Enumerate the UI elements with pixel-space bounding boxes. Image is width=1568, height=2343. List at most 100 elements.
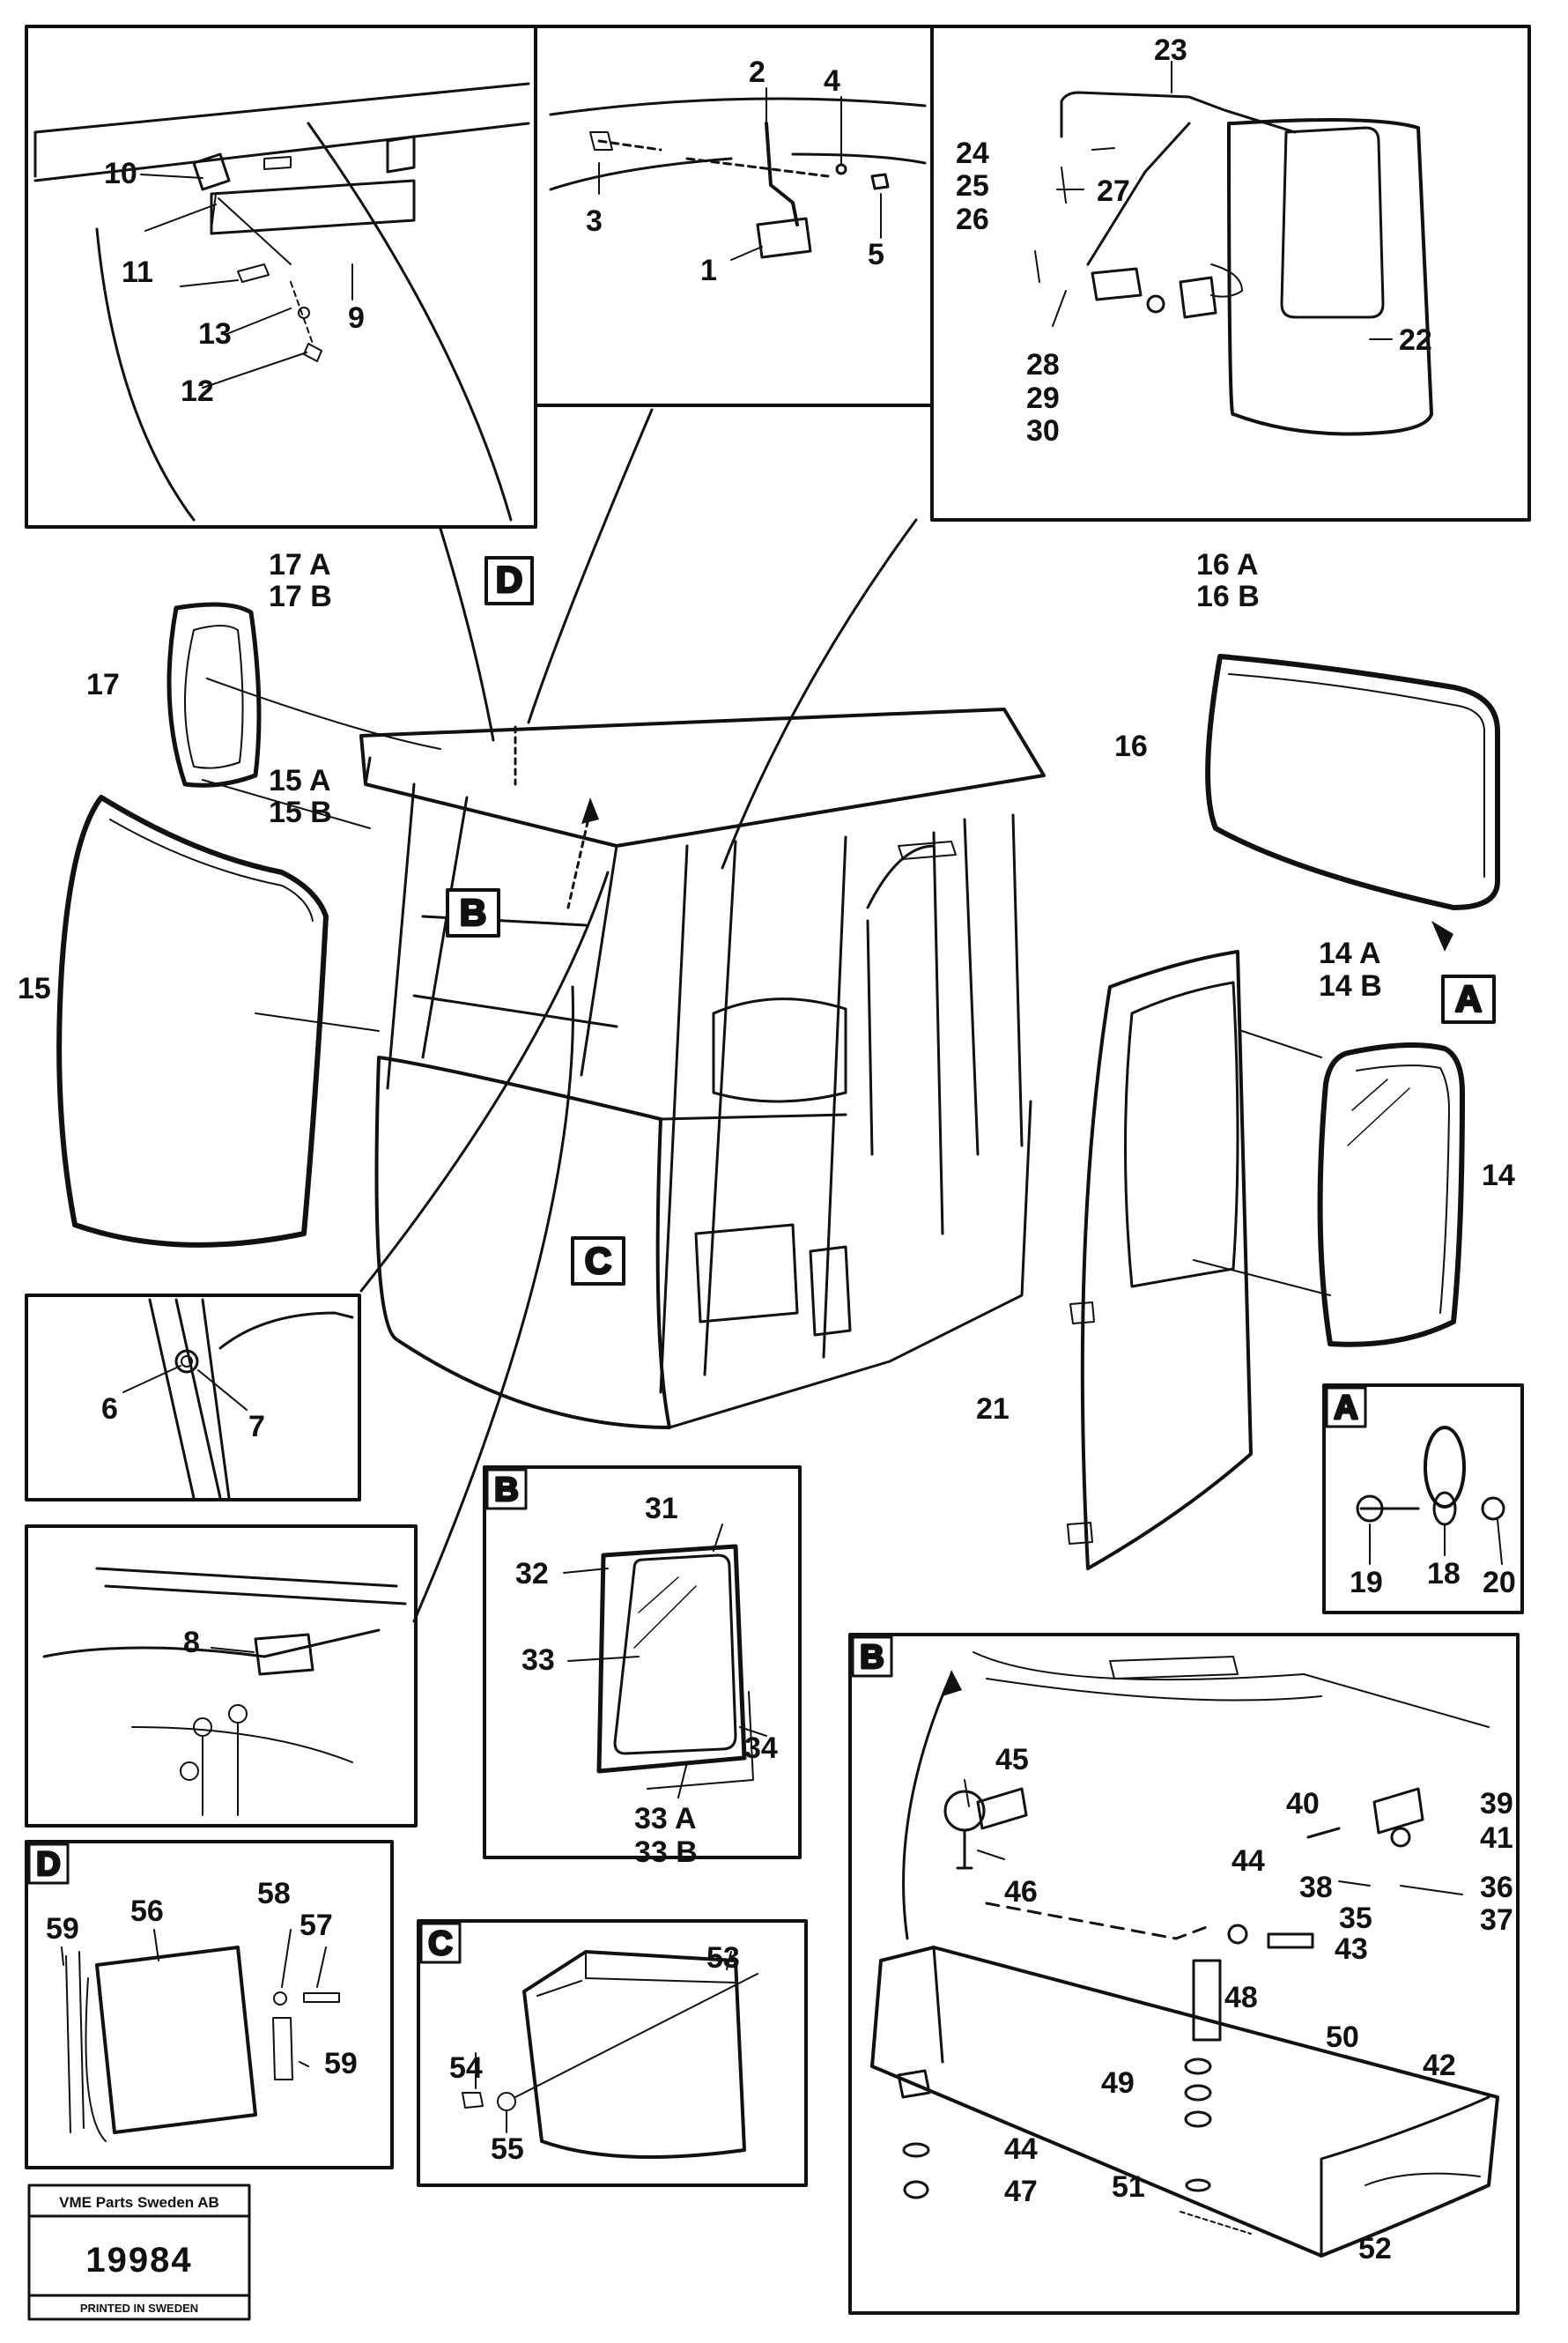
callout-51: 51 [1112,2170,1145,2204]
callout-3: 3 [586,204,603,238]
callout-17b: 17 B [269,580,332,613]
window-15 [56,795,329,1248]
callout-44a: 44 [1231,1844,1265,1878]
panel-sun-visor [25,25,537,529]
callout-14a: 14 A [1319,937,1381,970]
callout-1: 1 [700,254,717,287]
cab-body [359,708,1046,1429]
tag-c-panel: C [428,1925,452,1962]
printed-in: PRINTED IN SWEDEN [80,2302,198,2315]
callout-25: 25 [956,169,989,203]
callout-5: 5 [868,238,884,271]
callout-23: 23 [1154,33,1187,67]
arrow-heads [581,797,1453,1696]
callout-9: 9 [348,301,365,335]
callout-29: 29 [1026,382,1060,415]
panel-interior-mirror [534,25,934,407]
callout-44b: 44 [1004,2132,1038,2166]
panel-label-plate [25,1524,418,1828]
leader-lines [202,408,1331,1623]
tag-d-main: D [496,559,522,600]
callout-50: 50 [1326,2020,1359,2054]
callout-7: 7 [248,1410,265,1443]
callout-33: 33 [521,1643,555,1677]
callout-15: 15 [18,972,51,1005]
callout-58: 58 [257,1877,291,1910]
door-21 [1067,950,1253,1570]
callout-15a: 15 A [269,764,331,797]
callout-31: 31 [645,1492,678,1525]
panel-c-box [417,1919,808,2187]
callout-18: 18 [1427,1557,1461,1590]
callout-47: 47 [1004,2175,1038,2208]
callout-37: 37 [1480,1903,1513,1937]
callout-36: 36 [1480,1871,1513,1904]
title-block-text: VME Parts Sweden AB 19984 PRINTED IN SWE… [59,2194,219,2315]
callout-4: 4 [824,64,840,98]
detail-tags: D B C A A B B C D [27,556,1496,1964]
callout-49: 49 [1101,2066,1135,2100]
callout-55: 55 [491,2132,524,2166]
window-16 [1205,654,1500,910]
callout-33a: 33 A [634,1802,697,1835]
title-block [27,2184,251,2321]
callout-46: 46 [1004,1875,1038,1909]
callout-48: 48 [1224,1981,1258,2014]
callout-17a: 17 A [269,548,331,582]
callout-34: 34 [744,1731,778,1765]
callout-6: 6 [101,1392,118,1426]
callout-43: 43 [1335,1932,1368,1966]
callout-14b: 14 B [1319,969,1382,1003]
callout-30: 30 [1026,414,1060,448]
tag-a-main: A [1455,978,1482,1020]
callout-52: 52 [1358,2232,1392,2265]
callout-22: 22 [1399,323,1432,357]
callout-11: 11 [122,256,153,289]
tag-b-panel-box: B [860,1639,884,1676]
callout-10: 10 [104,157,137,190]
panel-seal-joint [25,1294,361,1501]
callout-59a: 59 [46,1912,79,1946]
tag-a-panel: A [1334,1390,1357,1427]
callout-20: 20 [1483,1566,1516,1599]
callout-16b: 16 B [1196,580,1260,613]
callout-2: 2 [749,56,766,89]
callout-13: 13 [198,317,232,351]
callout-38: 38 [1299,1871,1333,1904]
callout-40: 40 [1286,1787,1320,1820]
callout-32: 32 [515,1557,549,1590]
callout-54: 54 [449,2051,483,2085]
window-14 [1317,1042,1465,1347]
callout-17: 17 [86,668,120,701]
tag-c-main: C [585,1240,611,1281]
callout-41: 41 [1480,1821,1513,1855]
callout-16a: 16 A [1196,548,1259,582]
callout-39: 39 [1480,1787,1513,1820]
callout-59b: 59 [324,2047,358,2080]
panel-b-toolbox [848,1633,1520,2315]
callout-8: 8 [183,1626,200,1659]
callout-21: 21 [976,1392,1010,1426]
callout-14: 14 [1482,1159,1515,1192]
panel-d-bracket [25,1840,394,2169]
callout-24: 24 [956,137,989,170]
callout-35: 35 [1339,1902,1372,1935]
callout-27: 27 [1097,174,1130,208]
tag-b-panel-window: B [494,1472,518,1509]
callout-16: 16 [1114,730,1148,763]
callout-33b: 33 B [634,1835,698,1869]
callout-56: 56 [130,1894,164,1928]
panel-b-window [483,1465,802,1859]
drawing-number: 19984 [85,2241,192,2280]
tag-b-main: B [460,892,486,933]
callout-28: 28 [1026,348,1060,382]
callout-12: 12 [181,374,214,408]
callout-45: 45 [995,1743,1029,1776]
panel-a-grommet [1322,1383,1524,1614]
panel-exterior-mirror [930,25,1531,522]
callout-42: 42 [1423,2049,1456,2082]
callout-15b: 15 B [269,796,332,829]
callout-26: 26 [956,203,989,236]
